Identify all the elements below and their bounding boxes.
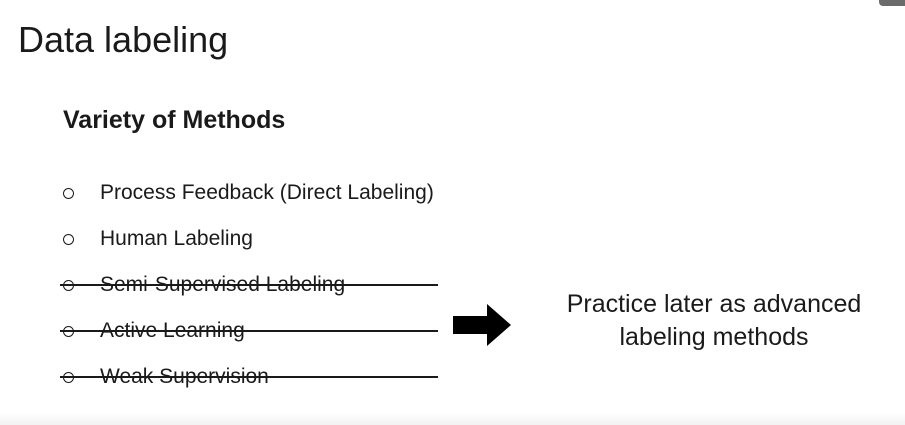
list-item: Process Feedback (Direct Labeling) [58, 170, 434, 216]
callout-line-1: Practice later as advanced [566, 290, 862, 318]
callout-text: Practice later as advanced labeling meth… [543, 288, 885, 354]
right-arrow-icon [453, 304, 511, 346]
slide-subtitle: Variety of Methods [63, 106, 286, 134]
methods-list: Process Feedback (Direct Labeling) Human… [58, 170, 438, 400]
bottom-edge [0, 413, 905, 425]
list-item-struck: Weak Supervision [58, 354, 438, 400]
bullet-circle-icon [63, 233, 74, 245]
callout-line-2: labeling methods [619, 323, 809, 351]
list-item-struck: Semi-Supervised Labeling [58, 262, 438, 308]
bullet-circle-icon [63, 187, 74, 199]
window-corner-tab [879, 0, 905, 6]
list-item: Human Labeling [58, 216, 434, 262]
slide-title: Data labeling [18, 19, 229, 60]
list-item-label: Process Feedback (Direct Labeling) [100, 181, 434, 204]
strikethrough-line [60, 376, 438, 378]
strikethrough-line [60, 330, 438, 332]
list-item-struck: Active Learning [58, 308, 438, 354]
list-item-label: Human Labeling [100, 227, 253, 250]
strikethrough-line [60, 284, 438, 286]
